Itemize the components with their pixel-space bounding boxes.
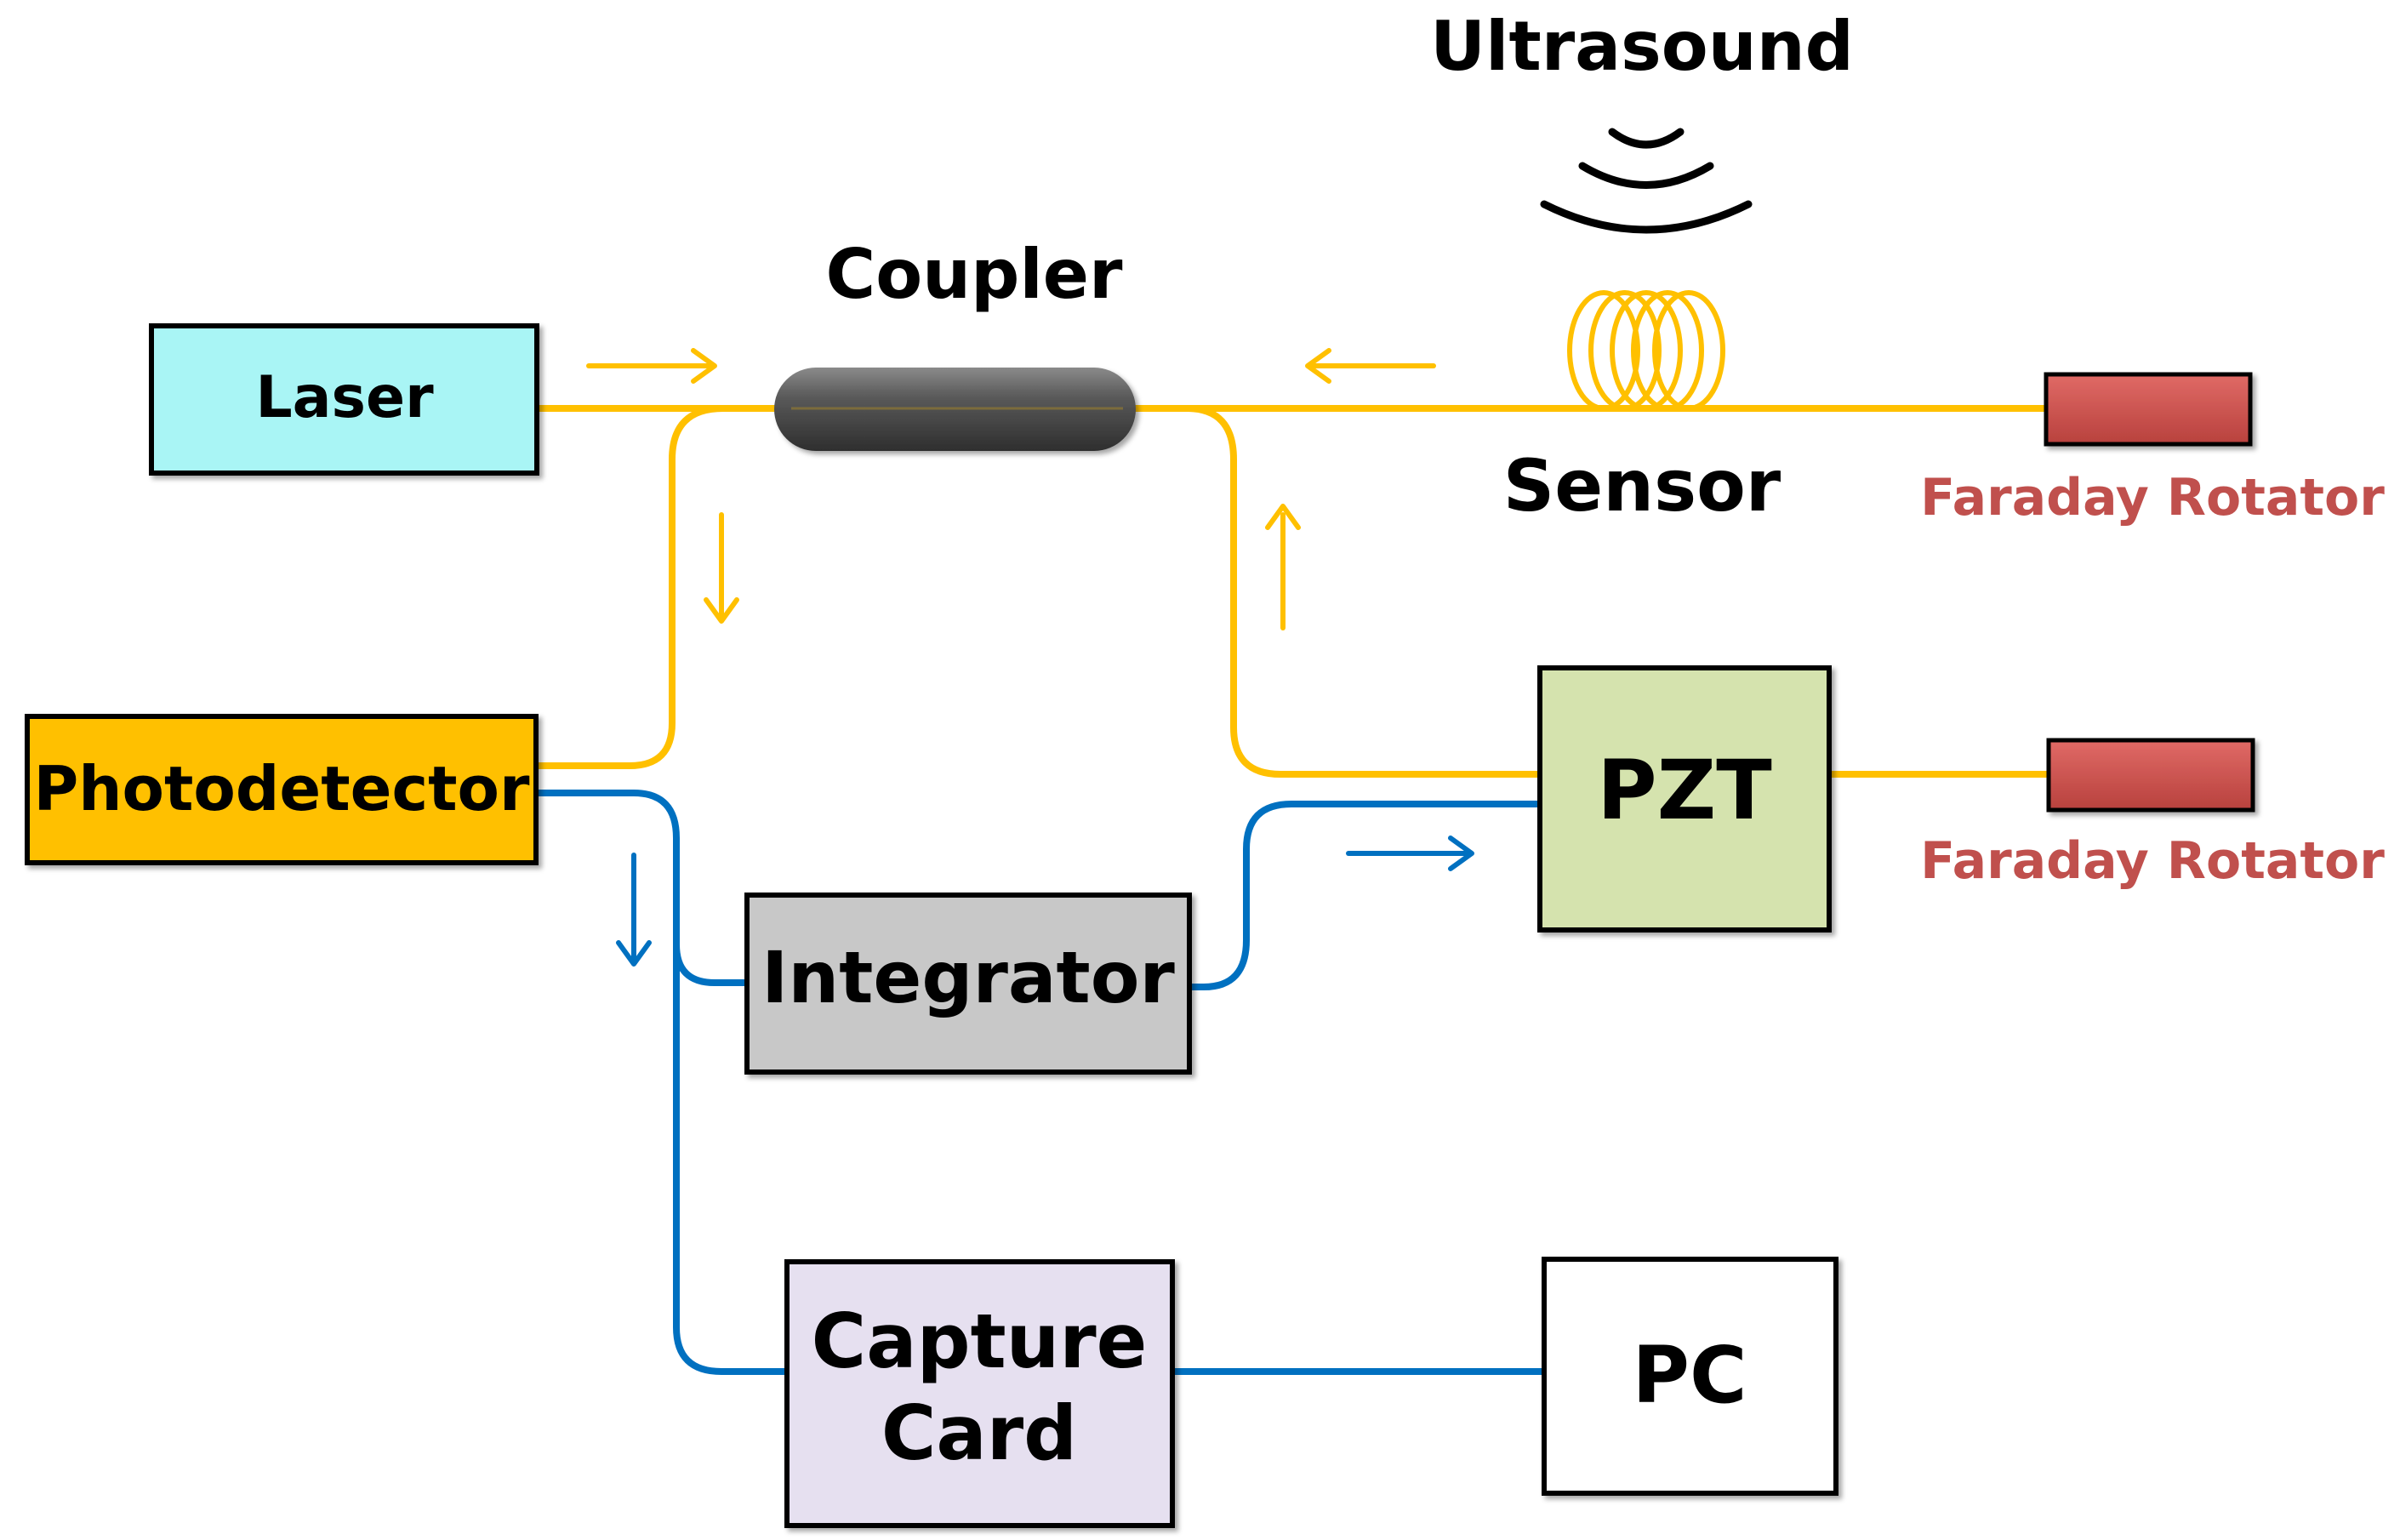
arrow-down-icon xyxy=(704,512,739,624)
optical-direction-arrows xyxy=(586,348,1436,630)
coupler-label: Coupler xyxy=(825,235,1123,314)
photodetector-block: Photodetector xyxy=(25,714,539,865)
pc-block: PC xyxy=(1542,1257,1838,1496)
sensor-label: Sensor xyxy=(1503,444,1781,528)
faraday-rotator-bottom xyxy=(2046,738,2255,813)
wire-photodetector-to-integrator xyxy=(673,915,750,986)
capture-card-label-line1: Capture xyxy=(812,1298,1148,1385)
arrow-down-icon xyxy=(616,853,652,967)
integrator-block: Integrator xyxy=(744,893,1192,1075)
capture-card-block: Capture Card xyxy=(784,1259,1175,1528)
capture-card-label-line2: Card xyxy=(881,1389,1077,1477)
wire-photodetector-to-capture-card xyxy=(533,790,790,1375)
faraday-rotator-top-label: Faraday Rotator xyxy=(1920,468,2385,528)
laser-label: Laser xyxy=(255,364,434,431)
pzt-block: PZT xyxy=(1537,665,1832,933)
fiber-coupler-to-photodetector xyxy=(533,405,790,769)
arrow-left-icon xyxy=(1305,348,1436,384)
arrow-right-icon xyxy=(586,348,717,384)
electrical-direction-arrows xyxy=(616,836,1474,967)
laser-block: Laser xyxy=(149,323,539,476)
ultrasound-label: Ultrasound xyxy=(1430,7,1854,86)
ultrasound-waves-icon xyxy=(1540,128,1753,234)
arrow-up-icon xyxy=(1265,504,1301,630)
pzt-label: PZT xyxy=(1597,743,1771,838)
sensor-coil-icon xyxy=(1567,290,1725,411)
pc-label: PC xyxy=(1633,1330,1747,1421)
faraday-rotator-bottom-label: Faraday Rotator xyxy=(1920,831,2385,891)
photodetector-label: Photodetector xyxy=(33,753,530,824)
coupler-icon xyxy=(774,368,1136,451)
optical-fibers xyxy=(533,405,2052,778)
faraday-rotator-top xyxy=(2044,372,2253,447)
fiber-coupler-to-pzt xyxy=(1124,405,1543,778)
electrical-lines xyxy=(533,790,1548,1375)
wire-integrator-to-pzt xyxy=(1186,801,1543,990)
integrator-label: Integrator xyxy=(761,936,1175,1019)
arrow-right-icon xyxy=(1346,836,1474,871)
